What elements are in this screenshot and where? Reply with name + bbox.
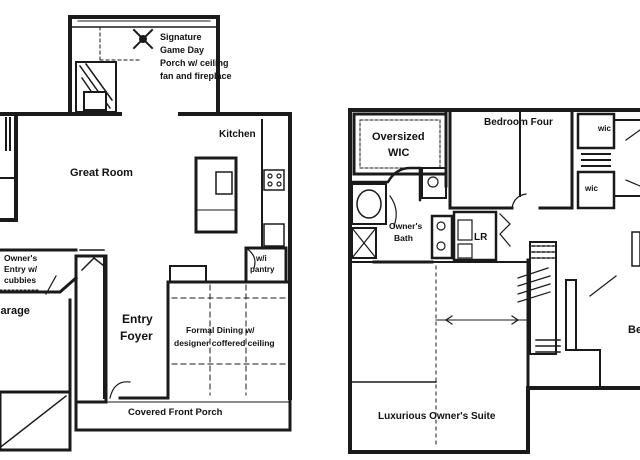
label-pantry: w/i pantry [250, 254, 275, 274]
label-great-room: Great Room [70, 167, 133, 179]
label-kitchen: Kitchen [219, 129, 256, 140]
first-floor [0, 15, 292, 452]
label-oversized-wic: Oversized WIC [372, 131, 428, 159]
label-formal-dining: Formal Dining w/ designer coffered ceili… [174, 325, 275, 348]
label-wic-lower: wic [584, 184, 598, 193]
label-lr: LR [474, 232, 488, 243]
label-entry-foyer: Entry Foyer [120, 312, 156, 343]
second-floor [348, 108, 640, 454]
room-labels: Signature Game Day Porch w/ ceiling fan … [0, 32, 640, 422]
label-bedroom-four: Bedroom Four [484, 117, 553, 128]
label-owners-bath: Owner's Bath [389, 221, 425, 243]
label-front-porch: Covered Front Porch [128, 407, 223, 418]
label-bedroom-partial: Be [628, 324, 640, 336]
label-owners-suite: Luxurious Owner's Suite [378, 411, 496, 422]
label-owners-entry: Owner's Entry w/ cubbies [4, 253, 40, 285]
label-garage: Garage [0, 305, 30, 317]
fireplace-icon [75, 61, 117, 113]
label-wic-upper: wic [597, 124, 611, 133]
ceiling-fan-icon [132, 28, 154, 50]
label-game-day-porch: Signature Game Day Porch w/ ceiling fan … [160, 32, 232, 81]
